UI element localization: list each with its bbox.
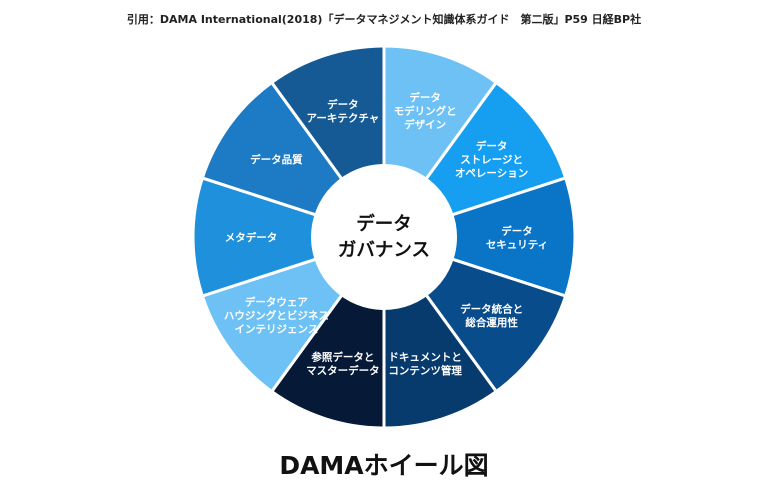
segment-label-line: データ <box>327 98 359 111</box>
segment-label-data-storage: データストレージとオペレーション <box>455 139 528 179</box>
segment-label-line: データ統合と <box>460 302 523 315</box>
segment-label-line: オペレーション <box>455 167 528 179</box>
center-circle <box>311 164 457 310</box>
segment-data-security <box>379 176 577 298</box>
segment-label-line: ドキュメントと <box>388 352 462 364</box>
segment-label-metadata: メタデータ <box>225 231 278 244</box>
citation-text: 引用：DAMA International(2018)「データマネジメント知識体… <box>126 13 642 26</box>
segment-label-line: 総合運用性 <box>465 316 518 329</box>
center-label-line-1: データ <box>356 213 412 235</box>
segment-label-line: コンテンツ管理 <box>388 364 462 377</box>
segment-label-line: セキュリティ <box>486 239 548 251</box>
segment-label-line: 参照データと <box>311 351 374 364</box>
segment-label-reference-master: 参照データとマスターデータ <box>306 351 380 378</box>
segment-label-line: データ <box>476 139 508 152</box>
segment-label-dw-bi: データウェアハウジングとビジネスインテリジェンス <box>224 296 329 336</box>
segment-metadata <box>191 176 389 298</box>
diagram-title: DAMAホイール図 <box>279 451 489 480</box>
segment-label-line: アーキテクチャ <box>307 112 380 124</box>
segment-label-data-security: データセキュリティ <box>486 224 548 251</box>
segment-label-line: データ <box>501 224 533 237</box>
segment-label-line: データ <box>409 91 441 104</box>
segment-label-data-quality: データ品質 <box>250 153 303 166</box>
segment-label-line: デザイン <box>404 118 446 131</box>
segment-label-data-architecture: データアーキテクチャ <box>307 98 380 125</box>
segment-label-line: モデリングと <box>394 105 457 118</box>
segment-label-line: ハウジングとビジネス <box>224 309 329 322</box>
segment-label-line: マスターデータ <box>306 364 380 377</box>
segment-label-line: データ品質 <box>250 153 303 166</box>
segment-label-document-content: ドキュメントとコンテンツ管理 <box>388 352 462 378</box>
center-label-line-2: ガバナンス <box>338 240 430 261</box>
segment-label-line: データウェア <box>245 296 308 309</box>
segment-label-data-integration: データ統合と総合運用性 <box>460 302 523 329</box>
segment-label-line: ストレージと <box>460 154 523 166</box>
segment-label-line: インテリジェンス <box>235 324 319 336</box>
segment-label-data-modeling: データモデリングとデザイン <box>394 91 457 131</box>
segment-label-line: メタデータ <box>225 231 278 244</box>
